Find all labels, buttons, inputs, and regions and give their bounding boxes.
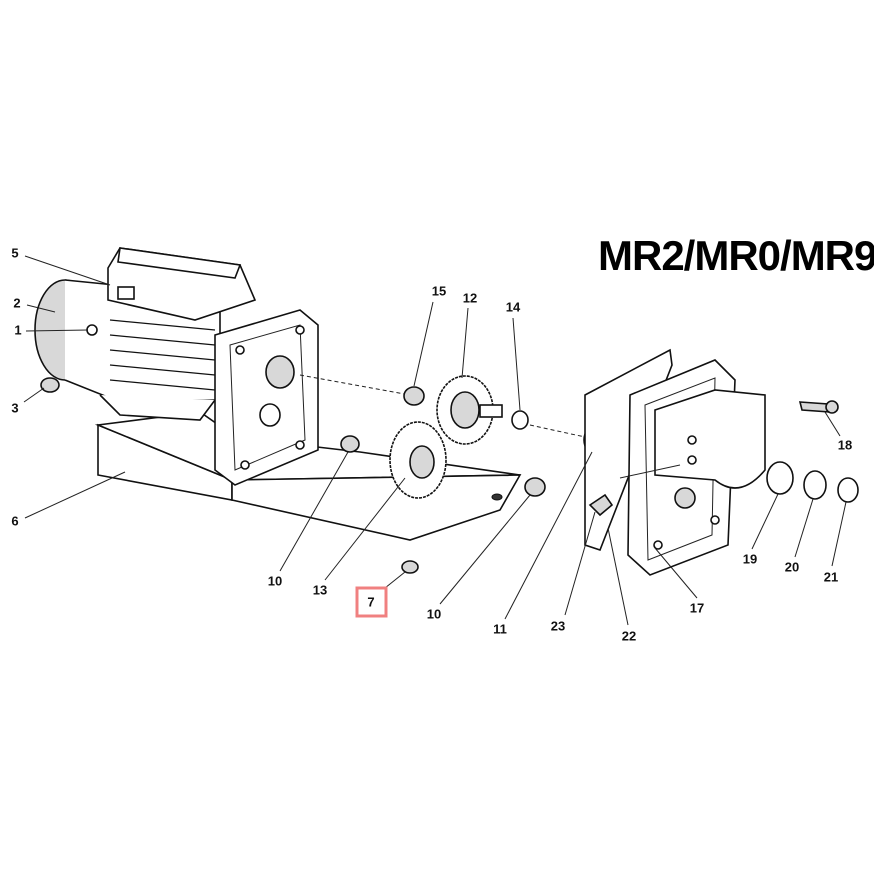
callout-19[interactable]: 19 <box>743 551 757 566</box>
ring-part-19 <box>766 461 794 495</box>
highlight-box <box>355 586 388 618</box>
motor-assembly <box>34 247 257 421</box>
callout-17[interactable]: 17 <box>690 600 704 615</box>
circlip-part-21 <box>837 477 859 503</box>
callout-1[interactable]: 1 <box>14 322 21 337</box>
callout-11[interactable]: 11 <box>493 621 507 636</box>
gearbox-housing <box>214 309 411 486</box>
callout-2[interactable]: 2 <box>13 295 20 310</box>
callout-13[interactable]: 13 <box>313 582 327 597</box>
bushing-part-10a <box>340 435 360 453</box>
callout-14[interactable]: 14 <box>506 299 521 314</box>
callout-10[interactable]: 10 <box>427 606 441 621</box>
callout-5[interactable]: 5 <box>11 245 18 260</box>
callout-7-highlighted[interactable]: 7 <box>367 594 374 609</box>
nut-part-7 <box>401 560 419 574</box>
callout-6[interactable]: 6 <box>11 513 18 528</box>
gear-part-12 <box>436 375 503 445</box>
callout-18[interactable]: 18 <box>838 437 852 452</box>
callout-15[interactable]: 15 <box>432 283 446 298</box>
callout-3[interactable]: 3 <box>11 400 18 415</box>
model-title: MR2/MR0/MR9 <box>598 232 874 279</box>
callout-20[interactable]: 20 <box>785 559 799 574</box>
washer-part-14 <box>511 410 529 430</box>
callout-22[interactable]: 22 <box>622 628 636 643</box>
callout-12[interactable]: 12 <box>463 290 477 305</box>
ring-part-20 <box>803 470 827 500</box>
leader-lines <box>23 255 847 626</box>
callout-23[interactable]: 23 <box>551 618 565 633</box>
bushing-part-15 <box>403 386 425 406</box>
knob-part-23 <box>588 493 614 517</box>
callout-21[interactable]: 21 <box>824 569 838 584</box>
cover-part-17 <box>619 359 766 576</box>
callout-10[interactable]: 10 <box>268 573 282 588</box>
bushing-part-10b <box>524 477 546 497</box>
nut-part-3 <box>40 377 60 393</box>
